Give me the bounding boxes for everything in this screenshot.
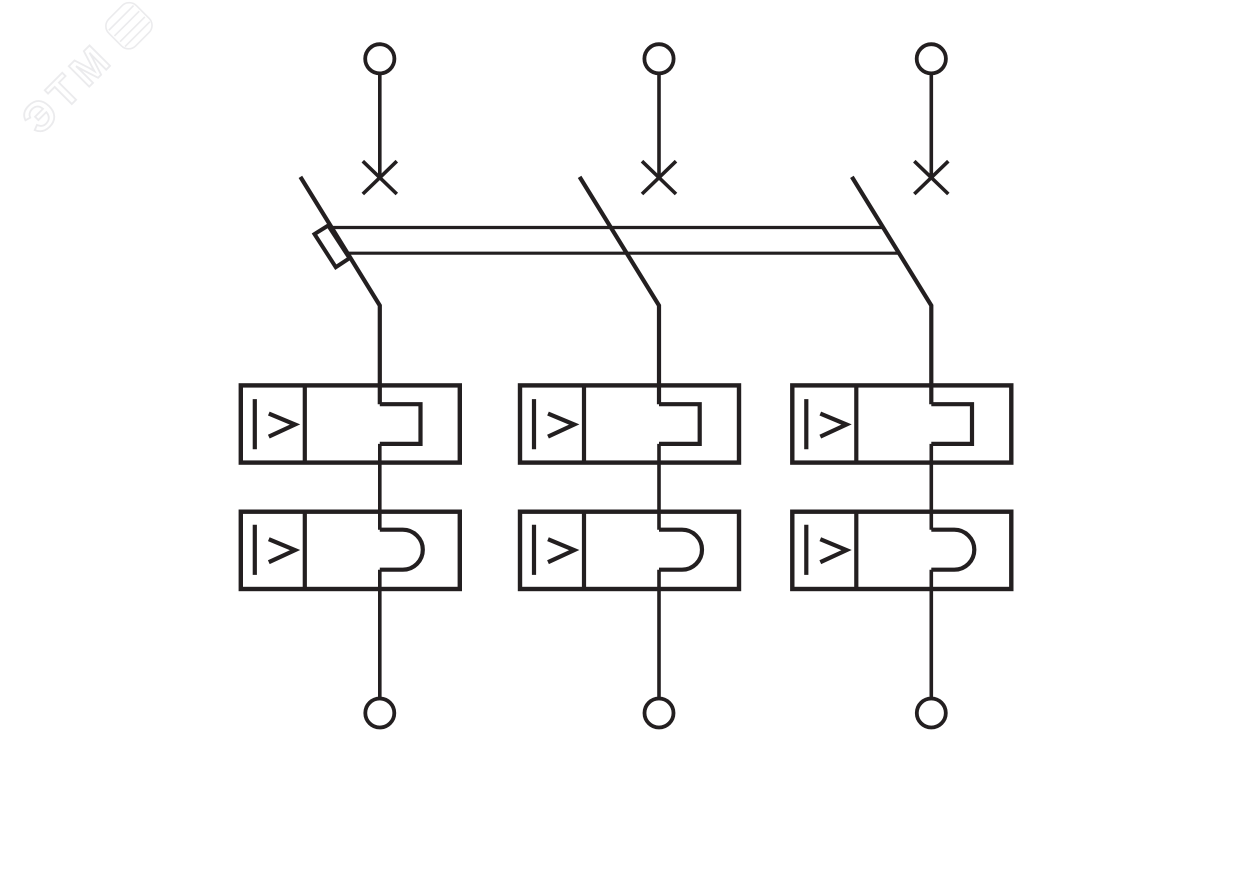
- svg-text:ЭТМ: ЭТМ: [13, 33, 123, 143]
